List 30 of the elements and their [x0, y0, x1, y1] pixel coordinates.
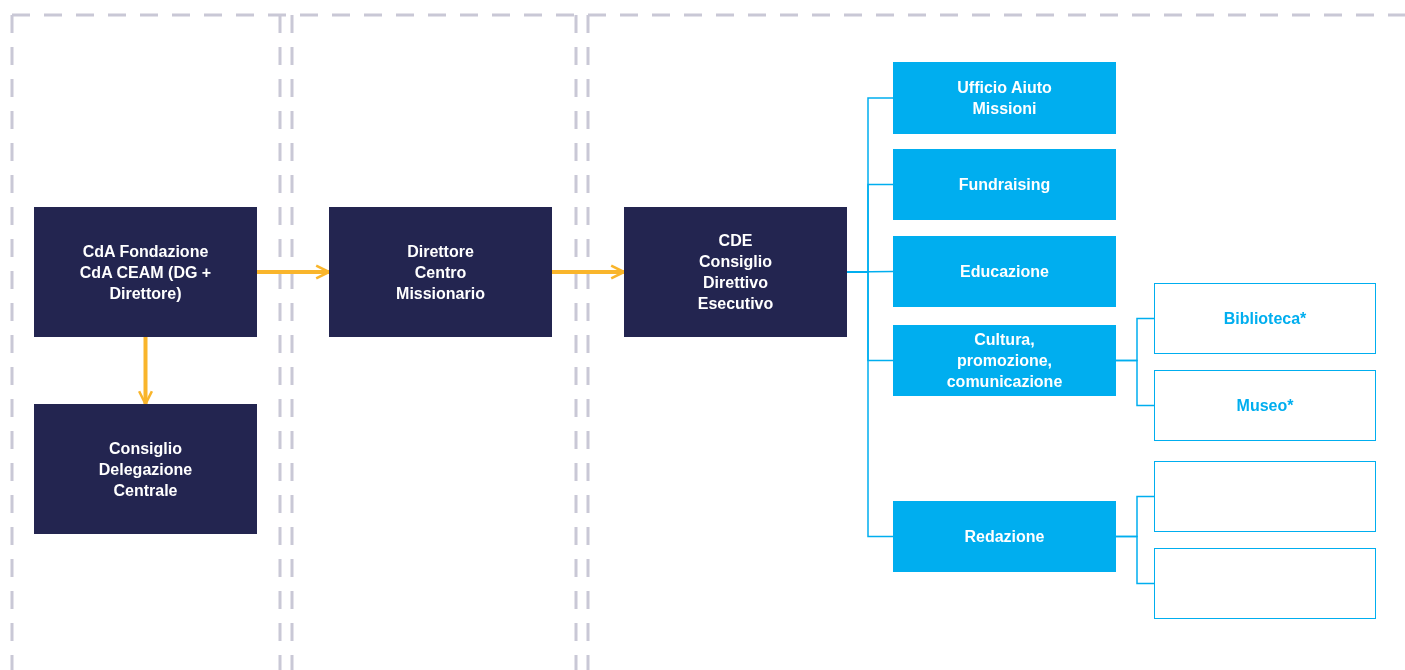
box-label: Fundraising: [958, 175, 1051, 195]
box-label: Museo*: [1236, 396, 1294, 416]
box-label: Direttore Centro Missionario: [395, 241, 486, 304]
box-label: Ufficio Aiuto Missioni: [956, 78, 1053, 119]
box-label: CDE Consiglio Direttivo Esecutivo: [696, 231, 775, 314]
box-label: Educazione: [960, 262, 1049, 282]
connector-line: [846, 271, 894, 538]
org-box: [329, 207, 552, 337]
box-label: Consiglio Delegazione Centrale: [97, 438, 194, 501]
org-box: [34, 207, 257, 337]
department-box: [893, 236, 1116, 307]
arrow: [552, 264, 626, 280]
box-label: Biblioteca*: [1223, 309, 1307, 329]
unit-box: [1154, 548, 1376, 619]
box-label: Cultura, promozione, comunicazione: [945, 330, 1064, 392]
department-box: [893, 501, 1116, 572]
org-box: [34, 404, 257, 534]
arrow: [257, 264, 331, 280]
unit-box: [1154, 370, 1376, 441]
department-box: [893, 149, 1116, 220]
unit-box: [1154, 283, 1376, 354]
department-box: [893, 62, 1116, 134]
connector-line: [1115, 535, 1155, 585]
arrow: [137, 337, 154, 406]
department-box: [893, 325, 1116, 396]
unit-box: [1154, 461, 1376, 532]
box-label: CdA Fondazione CdA CEAM (DG + Direttore): [78, 241, 213, 304]
connector-line: [1115, 359, 1155, 407]
org-box: [624, 207, 847, 337]
box-label: Redazione: [964, 527, 1045, 547]
